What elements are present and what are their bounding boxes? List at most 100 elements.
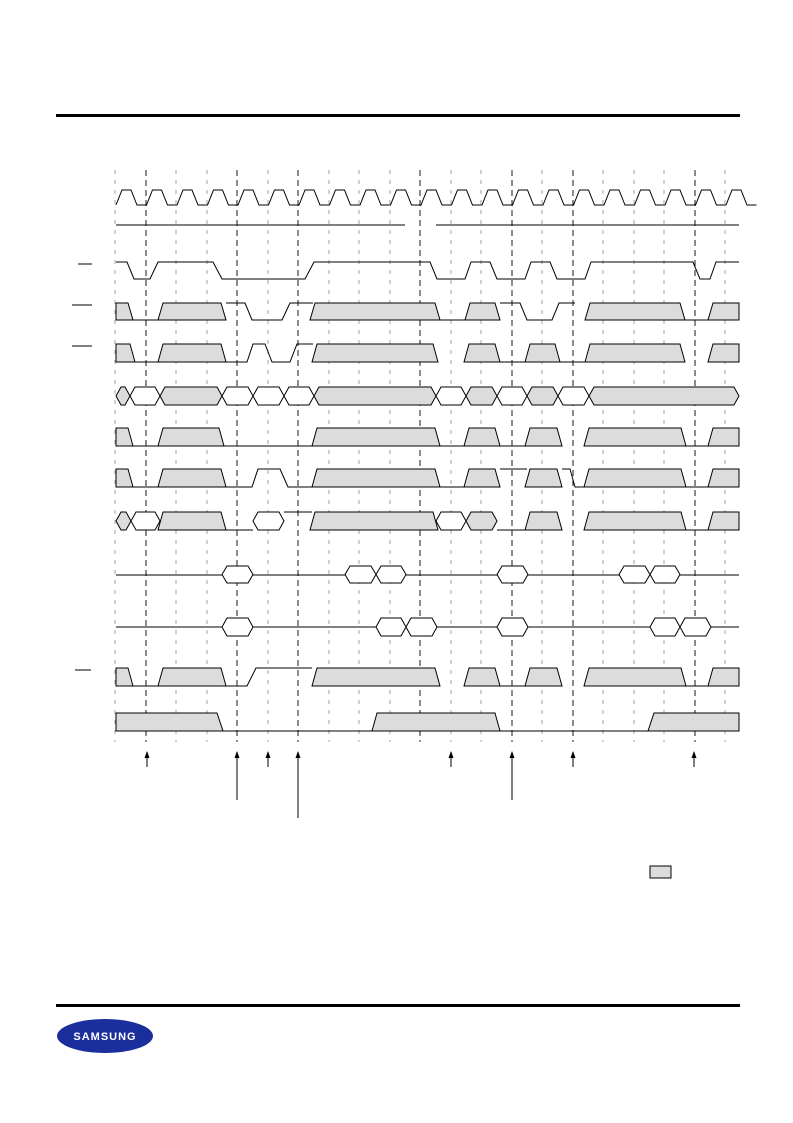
signal-9-seg-1 xyxy=(221,565,254,584)
samsung-logo-text: SAMSUNG xyxy=(73,1031,136,1043)
clock-waveform xyxy=(115,189,757,206)
signal-5-seg-13 xyxy=(588,386,740,406)
signal-5-seg-9 xyxy=(465,386,498,406)
signal-6-block-4 xyxy=(463,427,501,447)
marker-3-arrowhead xyxy=(265,751,271,758)
marker-1-arrowhead xyxy=(144,751,150,758)
signal-4-block-6 xyxy=(584,343,686,363)
marker-5-arrowhead xyxy=(448,751,454,758)
signal-6-block-1 xyxy=(115,427,134,447)
signal-7-block-5 xyxy=(524,468,563,488)
signal-13-block-4 xyxy=(463,667,501,687)
signal-4-block-2 xyxy=(157,343,227,363)
signal-5-seg-3 xyxy=(159,386,223,406)
signal-8-block-1 xyxy=(157,511,227,531)
signal-9-seg-3 xyxy=(375,565,407,584)
footer-rule xyxy=(56,1004,740,1007)
signal-13-block-1 xyxy=(115,667,134,687)
signal-10-seg-5 xyxy=(649,617,681,637)
signal-14-block-1 xyxy=(115,712,224,732)
signal-13-block-5 xyxy=(524,667,563,687)
signal-5-seg-11 xyxy=(526,386,559,406)
cycle-gridlines xyxy=(114,170,726,742)
signal-6-block-7 xyxy=(707,427,740,447)
signal-5-seg-10 xyxy=(496,386,528,406)
marker-8-arrowhead xyxy=(691,751,697,758)
signal-7-block-6 xyxy=(583,468,687,488)
signal-3-block-4 xyxy=(464,302,501,321)
event-markers xyxy=(144,751,697,818)
marker-2-arrowhead xyxy=(234,751,240,758)
clock-trace xyxy=(115,189,757,206)
signal-10-seg-6 xyxy=(679,617,712,637)
signal-13-trace-1 xyxy=(226,667,312,687)
signal-10-seg-4 xyxy=(496,617,529,637)
signal-3-block-2 xyxy=(157,302,227,321)
signal-7-block-7 xyxy=(707,468,740,488)
header-rule xyxy=(56,114,740,117)
signal-13-block-2 xyxy=(157,667,227,687)
signal-7-block-2 xyxy=(157,468,227,488)
signal-3-trace-1 xyxy=(226,302,313,321)
signal-4-block-3 xyxy=(311,343,439,363)
signal-6-block-2 xyxy=(157,427,225,447)
signal-3-block-1 xyxy=(115,302,134,321)
marker-6-arrowhead xyxy=(509,751,515,758)
signal-4-block-4 xyxy=(463,343,501,363)
signal-8-seg-3 xyxy=(252,511,285,531)
signal-8-block-5 xyxy=(707,511,740,531)
signal-7-trace-2 xyxy=(562,468,584,488)
samsung-logo: SAMSUNG xyxy=(57,1019,153,1053)
signal-name-bars xyxy=(72,263,92,671)
samsung-logo-ellipse xyxy=(57,1019,153,1053)
signal-5-seg-7 xyxy=(313,386,437,406)
signal-10-seg-3 xyxy=(405,617,438,637)
signal-7-block-4 xyxy=(463,468,501,488)
signal-5-seg-6 xyxy=(283,386,315,406)
signal-3-block-5 xyxy=(584,302,686,321)
marker-4-arrowhead xyxy=(295,751,301,758)
signal-5-seg-1 xyxy=(115,386,131,406)
signal-9-seg-2 xyxy=(344,565,377,584)
signal-5-seg-12 xyxy=(557,386,590,406)
signal-6-block-5 xyxy=(524,427,563,447)
signal-9-seg-5 xyxy=(618,565,651,584)
signal-9-seg-4 xyxy=(496,565,529,584)
signal-2-trace xyxy=(116,261,739,280)
signal-7-trace-1 xyxy=(226,468,312,488)
signal-4-block-7 xyxy=(707,343,740,363)
signal-3-block-3 xyxy=(309,302,441,321)
signal-7-block-3 xyxy=(311,468,441,488)
signal-9-seg-6 xyxy=(649,565,681,584)
signal-10-seg-1 xyxy=(221,617,254,637)
signal-5-seg-5 xyxy=(252,386,285,406)
signal-13-block-7 xyxy=(707,667,740,687)
signal-4-block-5 xyxy=(524,343,561,363)
signal-7-block-1 xyxy=(115,468,134,488)
signal-14-block-2 xyxy=(371,712,501,732)
signal-4-block-1 xyxy=(115,343,136,363)
signal-3-trace-2 xyxy=(500,302,575,321)
marker-7-arrowhead xyxy=(570,751,576,758)
signal-8-block-3 xyxy=(524,511,563,531)
signal-8-block-2 xyxy=(309,511,439,531)
signal-10-seg-2 xyxy=(375,617,407,637)
signal-8-block-4 xyxy=(583,511,687,531)
signal-6-block-6 xyxy=(583,427,687,447)
signal-5-seg-4 xyxy=(221,386,254,406)
signal-6-block-3 xyxy=(311,427,441,447)
signal-5-seg-2 xyxy=(129,386,161,406)
signal-8-seg-2 xyxy=(130,511,161,531)
signal-8-seg-5 xyxy=(465,511,498,531)
signal-5-seg-8 xyxy=(435,386,467,406)
legend-shaded-swatch xyxy=(649,865,672,879)
signal-waveforms xyxy=(115,261,740,732)
signal-8-seg-4 xyxy=(435,511,467,531)
signal-4-trace-1 xyxy=(226,343,313,363)
signal-14-block-3 xyxy=(647,712,740,732)
signal-13-block-3 xyxy=(311,667,441,687)
signal-8-seg-1 xyxy=(115,511,132,531)
signal-3-block-6 xyxy=(707,302,740,321)
